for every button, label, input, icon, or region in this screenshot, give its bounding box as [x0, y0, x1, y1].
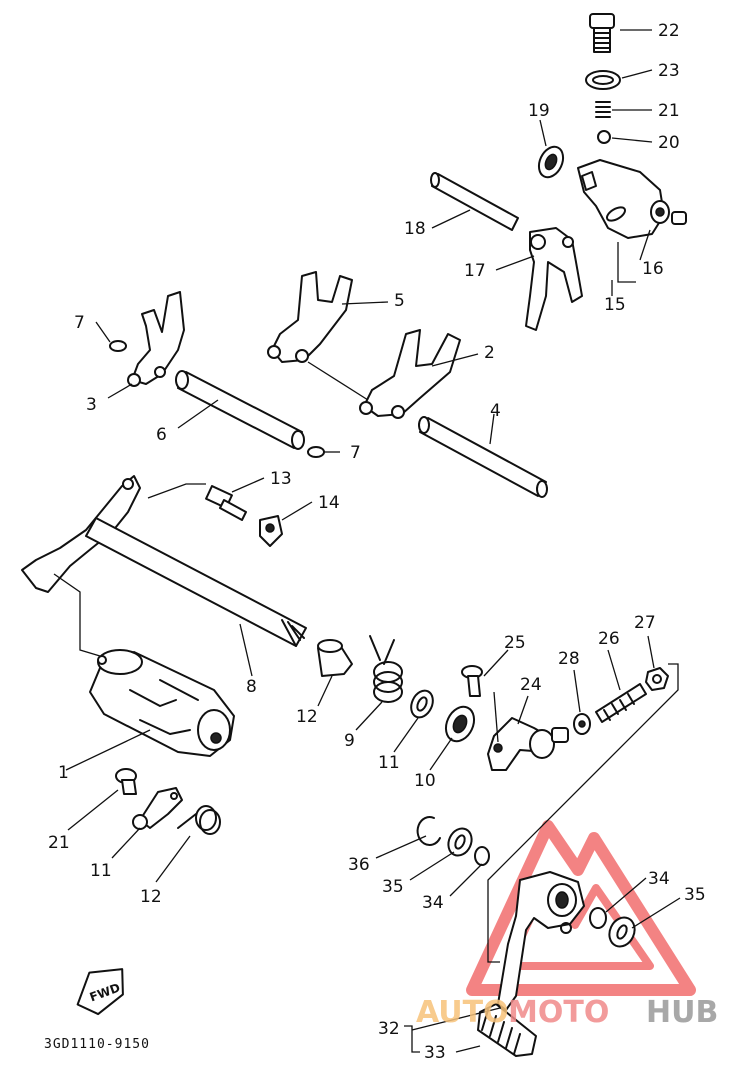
- callout-22: 19: [528, 101, 550, 121]
- leader-lines: [65, 29, 681, 1053]
- guide-bar-21: [430, 172, 519, 231]
- nut-31: [573, 713, 591, 735]
- bolt-15: [115, 768, 137, 795]
- callout-1: 1: [58, 763, 69, 783]
- callout-31: 28: [558, 649, 580, 669]
- circlip-7-lower: [307, 446, 325, 458]
- shift-fork-20: [525, 227, 583, 331]
- stopper-17: [259, 515, 283, 547]
- callout-34-left: 34: [422, 893, 444, 913]
- callout-10: 10: [414, 771, 436, 791]
- bolt-28: [461, 665, 483, 697]
- watermark-text: AUTO MOTO HUB: [416, 995, 718, 1030]
- circlip-34-left: [474, 846, 490, 866]
- shift-fork-3: [127, 291, 185, 387]
- callout-19: 16: [642, 259, 664, 279]
- gasket-26: [585, 70, 621, 90]
- callout-4: 5: [394, 291, 405, 311]
- callout-11: 11: [378, 753, 400, 773]
- rod-29: [595, 683, 647, 723]
- bracket-18: [617, 242, 636, 283]
- segment-13: [132, 787, 183, 830]
- nut-30: [645, 667, 669, 691]
- bracket-1: [53, 573, 101, 657]
- callout-33: 33: [424, 1043, 446, 1063]
- callout-29: 26: [598, 629, 620, 649]
- callout-14: 12: [140, 887, 162, 907]
- callout-21: 18: [404, 219, 426, 239]
- callout-15: 21: [48, 833, 70, 853]
- callout-35-right: 35: [684, 885, 706, 905]
- bracket-16: [147, 483, 206, 499]
- guide-bar-6: [175, 370, 305, 450]
- oil-seal-22: [537, 145, 565, 179]
- ball-23: [597, 130, 611, 144]
- shift-shaft-8: [21, 475, 307, 647]
- washer-35-right: [608, 916, 636, 948]
- callout-13: 11: [90, 861, 112, 881]
- torsion-spring-14: [177, 805, 221, 835]
- guide-bar-5: [418, 416, 548, 498]
- drawing-code: 3GD1110-9150: [44, 1037, 150, 1052]
- callout-16: 13: [270, 469, 292, 489]
- shift-pedal-32: [497, 871, 585, 1011]
- fwd-arrow-icon: FWD: [76, 968, 124, 1016]
- collar-12: [317, 639, 353, 677]
- circlip-36: [416, 816, 441, 847]
- bolt-25: [589, 13, 615, 53]
- bolt-16: [205, 485, 247, 521]
- callout-35-left: 35: [382, 877, 404, 897]
- oil-seal-10: [444, 705, 476, 743]
- shift-fork-2: [359, 329, 461, 419]
- callout-26: 23: [658, 61, 680, 81]
- bracket-32-link: [487, 663, 679, 963]
- callout-12: 12: [296, 707, 318, 727]
- callout-28: 25: [504, 633, 526, 653]
- callout-27: 24: [520, 675, 542, 695]
- callout-20: 17: [464, 261, 486, 281]
- callout-34-right: 34: [648, 869, 670, 889]
- watermark-auto: AUTO: [416, 995, 509, 1030]
- callout-7-lower: 7: [350, 443, 361, 463]
- pin-19: [671, 211, 687, 225]
- callout-24: 21: [658, 101, 680, 121]
- callout-36: 36: [348, 855, 370, 875]
- shift-arm-27: [487, 717, 569, 771]
- callout-labels: 22 23 21 20 19 16 15 18 17 5 2 4 7 3 6 7…: [48, 21, 706, 1063]
- callout-8: 8: [246, 677, 257, 697]
- callout-25: 22: [658, 21, 680, 41]
- callout-23: 20: [658, 133, 680, 153]
- callout-6: 6: [156, 425, 167, 445]
- fork-link-line: [307, 361, 369, 401]
- pedal-rubber-33: [477, 1003, 537, 1057]
- callout-32: 32: [378, 1019, 400, 1039]
- callout-5: 4: [490, 401, 501, 421]
- callout-7-upper: 7: [74, 313, 85, 333]
- callout-30: 27: [634, 613, 656, 633]
- shift-fork-4: [267, 271, 353, 363]
- spring-24: [595, 101, 611, 118]
- callout-2: 2: [484, 343, 495, 363]
- circlip-34-right: [589, 907, 607, 929]
- circlip-7-upper: [109, 340, 127, 352]
- callout-3: 3: [86, 395, 97, 415]
- callout-9: 9: [344, 731, 355, 751]
- shift-drum-1: [89, 649, 235, 757]
- washer-35-left: [447, 827, 473, 857]
- watermark-hub: HUB: [646, 995, 718, 1030]
- watermark-moto: MOTO: [508, 995, 609, 1030]
- callout-18: 15: [604, 295, 626, 315]
- stopper-lever-assembly-18: [577, 159, 670, 239]
- torsion-spring-9: [369, 635, 403, 703]
- callout-17: 14: [318, 493, 340, 513]
- washer-11: [410, 689, 434, 719]
